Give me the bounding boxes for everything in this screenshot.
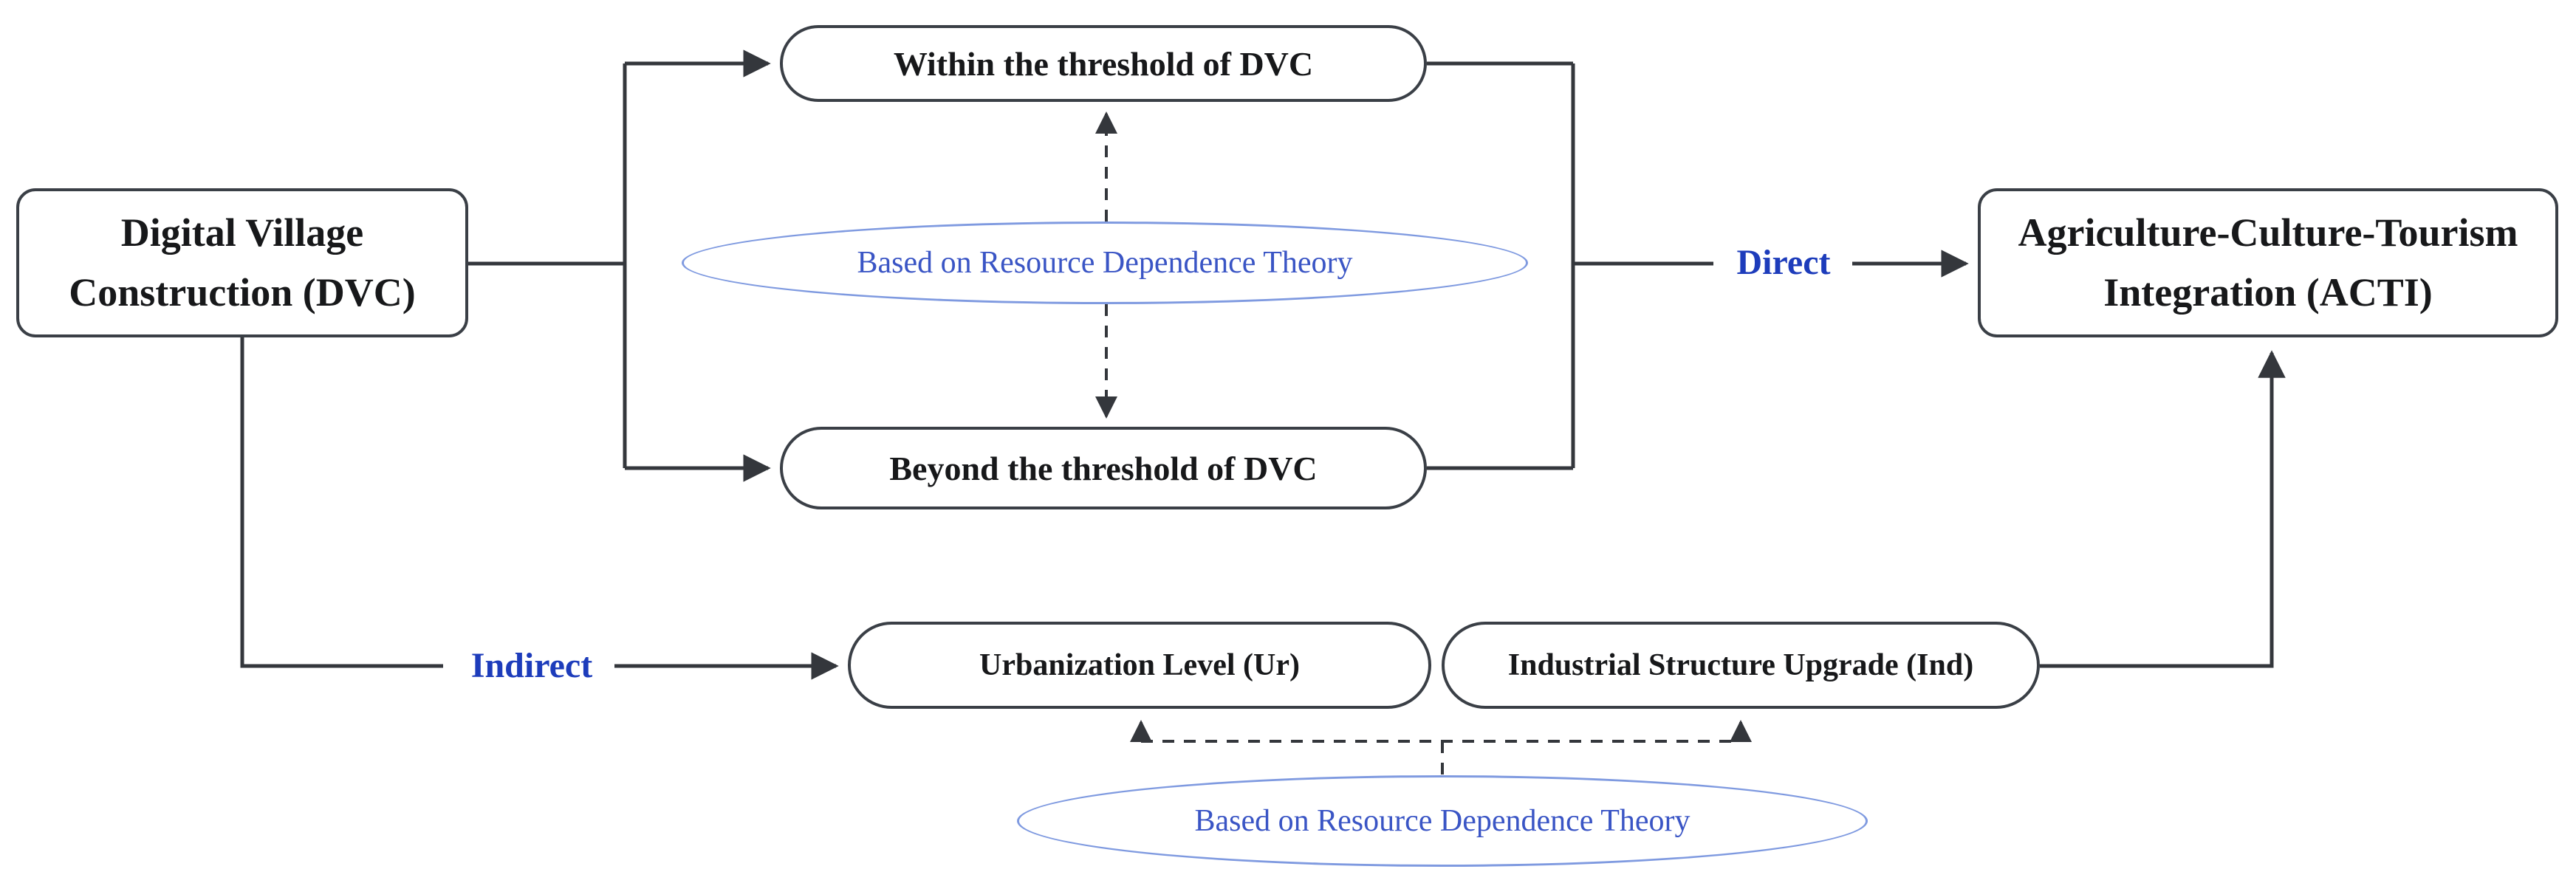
beyond-threshold-pill: Beyond the threshold of DVC	[780, 427, 1427, 509]
resource-dependence-theory-ellipse-lower: Based on Resource Dependence Theory	[1017, 775, 1868, 867]
resource-dependence-theory-ellipse-upper: Based on Resource Dependence Theory	[682, 222, 1528, 304]
within-threshold-pill: Within the threshold of DVC	[780, 25, 1427, 102]
edge-industrial-to-acti	[2040, 350, 2286, 668]
industrial-structure-upgrade-pill: Industrial Structure Upgrade (Ind)	[1442, 622, 2040, 709]
acti-box: Agriculture-Culture-Tourism Integration …	[1978, 188, 2558, 337]
direct-label: Direct	[1736, 243, 1831, 282]
edge-dvc-to-indirect-label	[240, 337, 443, 668]
dvc-box: Digital Village Construction (DVC)	[16, 188, 468, 337]
indirect-label: Indirect	[470, 646, 593, 685]
urbanization-level-pill: Urbanization Level (Ur)	[848, 622, 1431, 709]
